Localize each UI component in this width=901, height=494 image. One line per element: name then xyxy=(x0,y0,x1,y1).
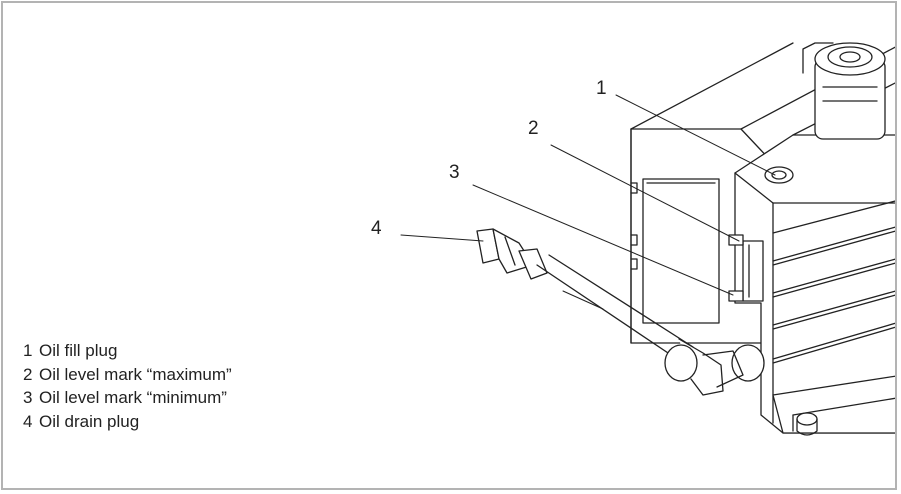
legend-number: 3 xyxy=(23,388,33,407)
drain-hose-drawing xyxy=(476,228,765,396)
legend-item-4: 4 Oil drain plug xyxy=(23,410,232,434)
leader-lines xyxy=(400,94,776,310)
callout-4: 4 xyxy=(371,218,382,239)
legend-item-2: 2 Oil level mark “maximum” xyxy=(23,363,232,387)
callout-1: 1 xyxy=(596,78,607,99)
top-fitting xyxy=(802,42,886,140)
legend-number: 1 xyxy=(23,341,33,360)
legend-number: 2 xyxy=(23,364,33,384)
oil-fill-plug-drawing xyxy=(764,166,794,184)
legend-text: Oil level mark “minimum” xyxy=(39,388,227,407)
legend-text: Oil drain plug xyxy=(39,411,140,431)
callout-2: 2 xyxy=(528,118,539,139)
legend-number: 4 xyxy=(23,411,33,431)
legend-item-1: 1 Oil fill plug xyxy=(23,339,232,363)
legend-item-3: 3 Oil level mark “minimum” xyxy=(23,386,232,410)
legend-text: Oil fill plug xyxy=(39,341,118,360)
pump-illustration xyxy=(400,42,895,436)
legend: 1 Oil fill plug 2 Oil level mark “maximum”… xyxy=(23,339,232,433)
legend-text: Oil level mark “maximum” xyxy=(39,364,232,384)
callout-3: 3 xyxy=(449,162,460,183)
